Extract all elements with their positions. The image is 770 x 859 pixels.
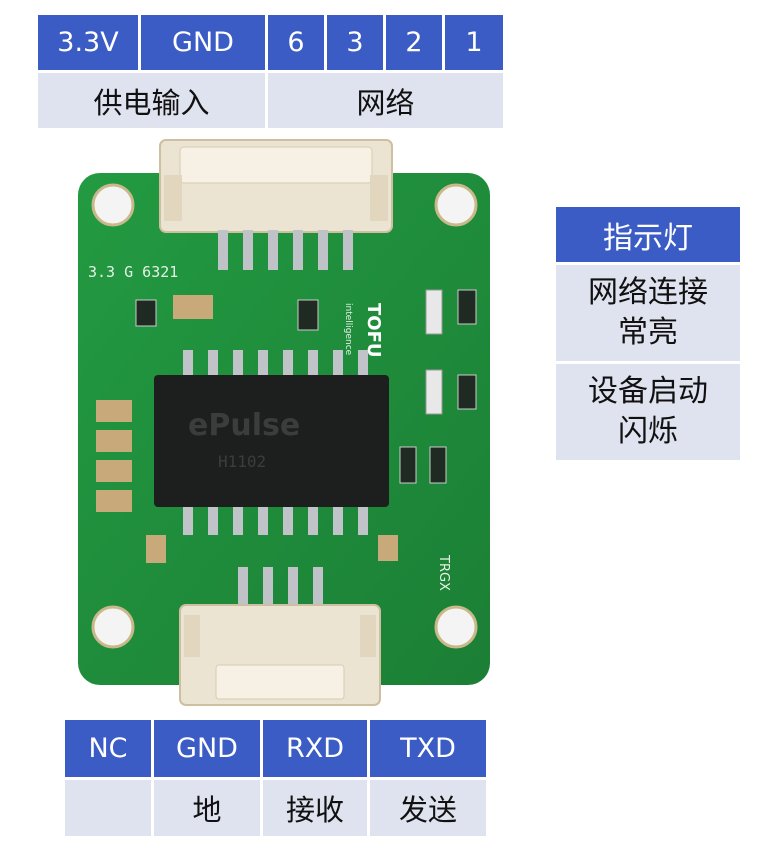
led-network-desc: 网络连接 常亮 <box>556 265 740 361</box>
pin-header-3: 3 <box>327 15 383 70</box>
smd-components-left <box>96 295 319 563</box>
mounting-holes <box>91 183 478 649</box>
pin-header-1: 1 <box>445 15 503 70</box>
led-network-line2: 常亮 <box>618 315 678 350</box>
bottom-connector <box>179 604 381 706</box>
pin-header-gnd-uart: GND <box>154 720 260 777</box>
bottom-pin-table: NC GND RXD TXD 地 接收 发送 <box>62 717 489 839</box>
led-legend-title: 指示灯 <box>556 207 740 262</box>
brand-logo: TOFU <box>363 303 384 358</box>
led-legend: 指示灯 网络连接 常亮 设备启动 闪烁 <box>556 204 740 463</box>
brand-subtitle: intelligence <box>343 303 353 356</box>
chip-part: H1102 <box>218 452 266 471</box>
top-connector-pins <box>218 230 353 270</box>
bottom-connector-pins <box>238 567 323 612</box>
led-boot-desc: 设备启动 闪烁 <box>556 364 740 460</box>
pin-header-rxd: RXD <box>263 720 367 777</box>
status-leds <box>378 289 477 561</box>
top-connector <box>159 139 393 233</box>
pin-header-gnd: GND <box>141 15 265 70</box>
led-network-line1: 网络连接 <box>588 275 708 310</box>
uart-silk-label: TRGX <box>436 554 451 591</box>
network-label: 网络 <box>268 73 503 128</box>
pin-desc-nc <box>65 780 151 836</box>
led-boot-line2: 闪烁 <box>618 414 678 449</box>
pin-desc-txd: 发送 <box>370 780 486 836</box>
transformer-chip: ePulse H1102 <box>154 350 389 535</box>
pin-desc-rxd: 接收 <box>263 780 367 836</box>
pin-header-2: 2 <box>386 15 442 70</box>
top-pin-table: 3.3V GND 6 3 2 1 供电输入 网络 <box>35 12 506 131</box>
silk-pin-label: 3.3 G 6321 <box>88 263 178 281</box>
chip-brand: ePulse <box>188 408 300 443</box>
pcb-board: 3.3 G 6321 TOFU intelligence <box>78 139 490 706</box>
pin-header-nc: NC <box>65 720 151 777</box>
led-boot-line1: 设备启动 <box>588 374 708 409</box>
power-input-label: 供电输入 <box>38 73 265 128</box>
pin-header-6: 6 <box>268 15 324 70</box>
pin-header-txd: TXD <box>370 720 486 777</box>
pin-desc-gnd: 地 <box>154 780 260 836</box>
pin-header-3v3: 3.3V <box>38 15 138 70</box>
